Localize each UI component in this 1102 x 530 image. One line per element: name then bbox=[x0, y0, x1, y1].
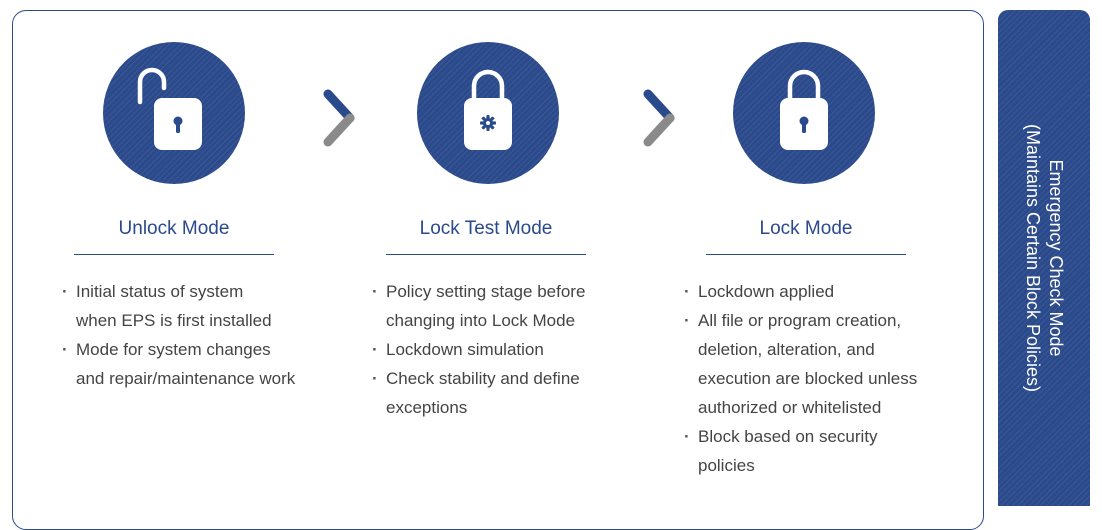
bullet-item: · Initial status of system when EPS is f… bbox=[62, 277, 295, 335]
stage-title: Unlock Mode bbox=[118, 218, 230, 239]
padlock-gear-icon bbox=[464, 69, 512, 150]
stage-bullets: · Lockdown applied · All file or program… bbox=[684, 277, 917, 480]
bullet-dot: · bbox=[372, 369, 378, 388]
bullet-item: · Block based on security policies bbox=[684, 422, 917, 480]
bullet-item: · Mode for system changes and repair/mai… bbox=[62, 335, 295, 393]
bullet-dot: · bbox=[684, 282, 690, 301]
bullet-line: deletion, alteration, and bbox=[698, 340, 875, 359]
bullet-line: exceptions bbox=[386, 398, 468, 417]
bullet-line: policies bbox=[698, 456, 755, 475]
bullet-dot: · bbox=[372, 282, 378, 301]
bullet-line: Lockdown applied bbox=[698, 282, 835, 301]
bullet-dot: · bbox=[62, 340, 68, 359]
emergency-check-mode-panel: Emergency Check Mode (Maintains Certain … bbox=[998, 10, 1090, 506]
bullet-line: execution are blocked unless bbox=[698, 369, 918, 388]
emergency-mode-subtitle: (Maintains Certain Block Policies) bbox=[1023, 123, 1043, 393]
bullet-line: All file or program creation, bbox=[698, 311, 902, 330]
bullet-line: Check stability and define bbox=[386, 369, 580, 388]
lock-test-mode-circle bbox=[417, 42, 559, 184]
emergency-mode-title: Emergency Check Mode bbox=[1046, 159, 1066, 357]
unlock-mode-circle bbox=[103, 42, 245, 184]
bullet-line: Policy setting stage before bbox=[386, 282, 586, 301]
bullet-line: and repair/maintenance work bbox=[76, 369, 296, 388]
bullet-dot: · bbox=[372, 340, 378, 359]
stage-bullets: · Policy setting stage before changing i… bbox=[372, 277, 585, 422]
bullet-line: Block based on security bbox=[698, 427, 878, 446]
lock-mode-circle bbox=[733, 42, 875, 184]
stage-title: Lock Mode bbox=[759, 218, 853, 239]
bullet-item: · Lockdown applied bbox=[684, 277, 917, 306]
title-underline bbox=[706, 254, 906, 255]
bullet-line: Lockdown simulation bbox=[386, 340, 544, 359]
bullet-dot: · bbox=[62, 282, 68, 301]
bullet-line: when EPS is first installed bbox=[76, 311, 272, 330]
chevron-right-icon bbox=[643, 89, 675, 147]
bullet-item: · Lockdown simulation bbox=[372, 335, 585, 364]
bullet-line: changing into Lock Mode bbox=[386, 311, 576, 330]
emergency-mode-label: Emergency Check Mode (Maintains Certain … bbox=[1021, 124, 1067, 392]
stage-title: Lock Test Mode bbox=[419, 218, 553, 239]
chevron-right-icon bbox=[323, 89, 355, 147]
bullet-line: Mode for system changes bbox=[76, 340, 271, 359]
title-underline bbox=[74, 254, 274, 255]
bullet-line: Initial status of system bbox=[76, 282, 244, 301]
bullet-item: · All file or program creation, deletion… bbox=[684, 306, 917, 422]
bullet-item: · Policy setting stage before changing i… bbox=[372, 277, 585, 335]
locked-padlock-icon bbox=[780, 69, 828, 150]
bullet-dot: · bbox=[684, 311, 690, 330]
bullet-item: · Check stability and define exceptions bbox=[372, 364, 585, 422]
bullet-dot: · bbox=[684, 427, 690, 446]
unlocked-padlock-icon bbox=[137, 67, 202, 150]
stage-bullets: · Initial status of system when EPS is f… bbox=[62, 277, 295, 393]
title-underline bbox=[386, 254, 586, 255]
bullet-line: authorized or whitelisted bbox=[698, 398, 882, 417]
